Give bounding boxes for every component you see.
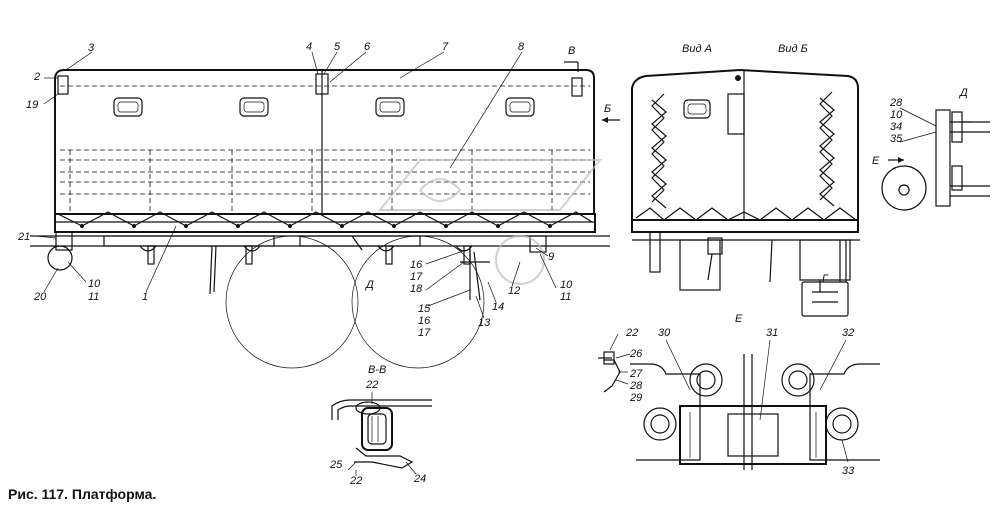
label-section-vv: В-В (368, 364, 386, 376)
callout: 25 (329, 459, 343, 471)
label-d: Д (364, 279, 374, 291)
callout: 22 (349, 475, 362, 487)
callout: 28 (889, 97, 903, 109)
callout: 17 (410, 271, 423, 283)
callout: 9 (548, 251, 554, 263)
platform-side-view (30, 69, 610, 369)
watermark-logo (377, 159, 603, 285)
callout: 15 (418, 303, 431, 315)
callout: 10 (88, 278, 101, 290)
callout: 13 (478, 317, 491, 329)
callout: 17 (418, 327, 431, 339)
callout: 27 (629, 368, 643, 380)
callout: 7 (442, 41, 449, 53)
main-view-leaders (35, 51, 620, 319)
main-view-callouts: 2 3 19 4 5 6 7 8 21 20 10 11 1 16 17 18 … (17, 41, 611, 339)
label-view-b: Вид Б (778, 43, 808, 55)
label-g: Г (822, 273, 829, 285)
callout: 34 (890, 121, 902, 133)
section-vv: В-В 22 25 22 24 (329, 364, 432, 487)
callout: 33 (842, 465, 855, 477)
callout: 10 (560, 279, 573, 291)
label-v: В (568, 45, 575, 57)
callout: 16 (410, 259, 423, 271)
end-views: Вид А Вид Б Г (631, 43, 860, 317)
callout: 14 (492, 301, 504, 313)
callout: 35 (890, 133, 903, 145)
callout: 6 (364, 41, 371, 53)
callout: 18 (410, 283, 423, 295)
label-view-a: Вид А (682, 43, 712, 55)
detail-e: Е 22 26 27 28 29 30 31 32 33 (598, 313, 880, 477)
callout: 1 (142, 291, 148, 303)
detail-d: Д Е 28 10 34 35 (872, 87, 990, 211)
callout: 16 (418, 315, 431, 327)
callout: 11 (560, 291, 571, 303)
label-e-arrow: Е (872, 155, 880, 167)
callout: 5 (334, 41, 341, 53)
callout: 20 (33, 291, 47, 303)
label-detail-e: Е (735, 313, 743, 325)
callout: 10 (890, 109, 903, 121)
callout: 26 (629, 348, 643, 360)
callout: 22 (625, 327, 638, 339)
callout: 2 (33, 71, 40, 83)
figure-caption: Рис. 117. Платформа. (8, 486, 156, 502)
callout: 30 (658, 327, 671, 339)
callout: 24 (413, 473, 426, 485)
callout: 19 (26, 99, 38, 111)
callout: 12 (508, 285, 520, 297)
callout: 3 (88, 42, 95, 54)
label-b: Б (604, 103, 611, 115)
label-detail-d: Д (958, 87, 968, 99)
callout: 8 (518, 41, 525, 53)
callout: 11 (88, 291, 99, 303)
callout: 21 (17, 231, 30, 243)
callout: 4 (306, 41, 312, 53)
callout: 22 (365, 379, 378, 391)
callout: 28 (629, 380, 643, 392)
callout: 31 (766, 327, 778, 339)
callout: 32 (842, 327, 854, 339)
callout: 29 (629, 392, 642, 404)
